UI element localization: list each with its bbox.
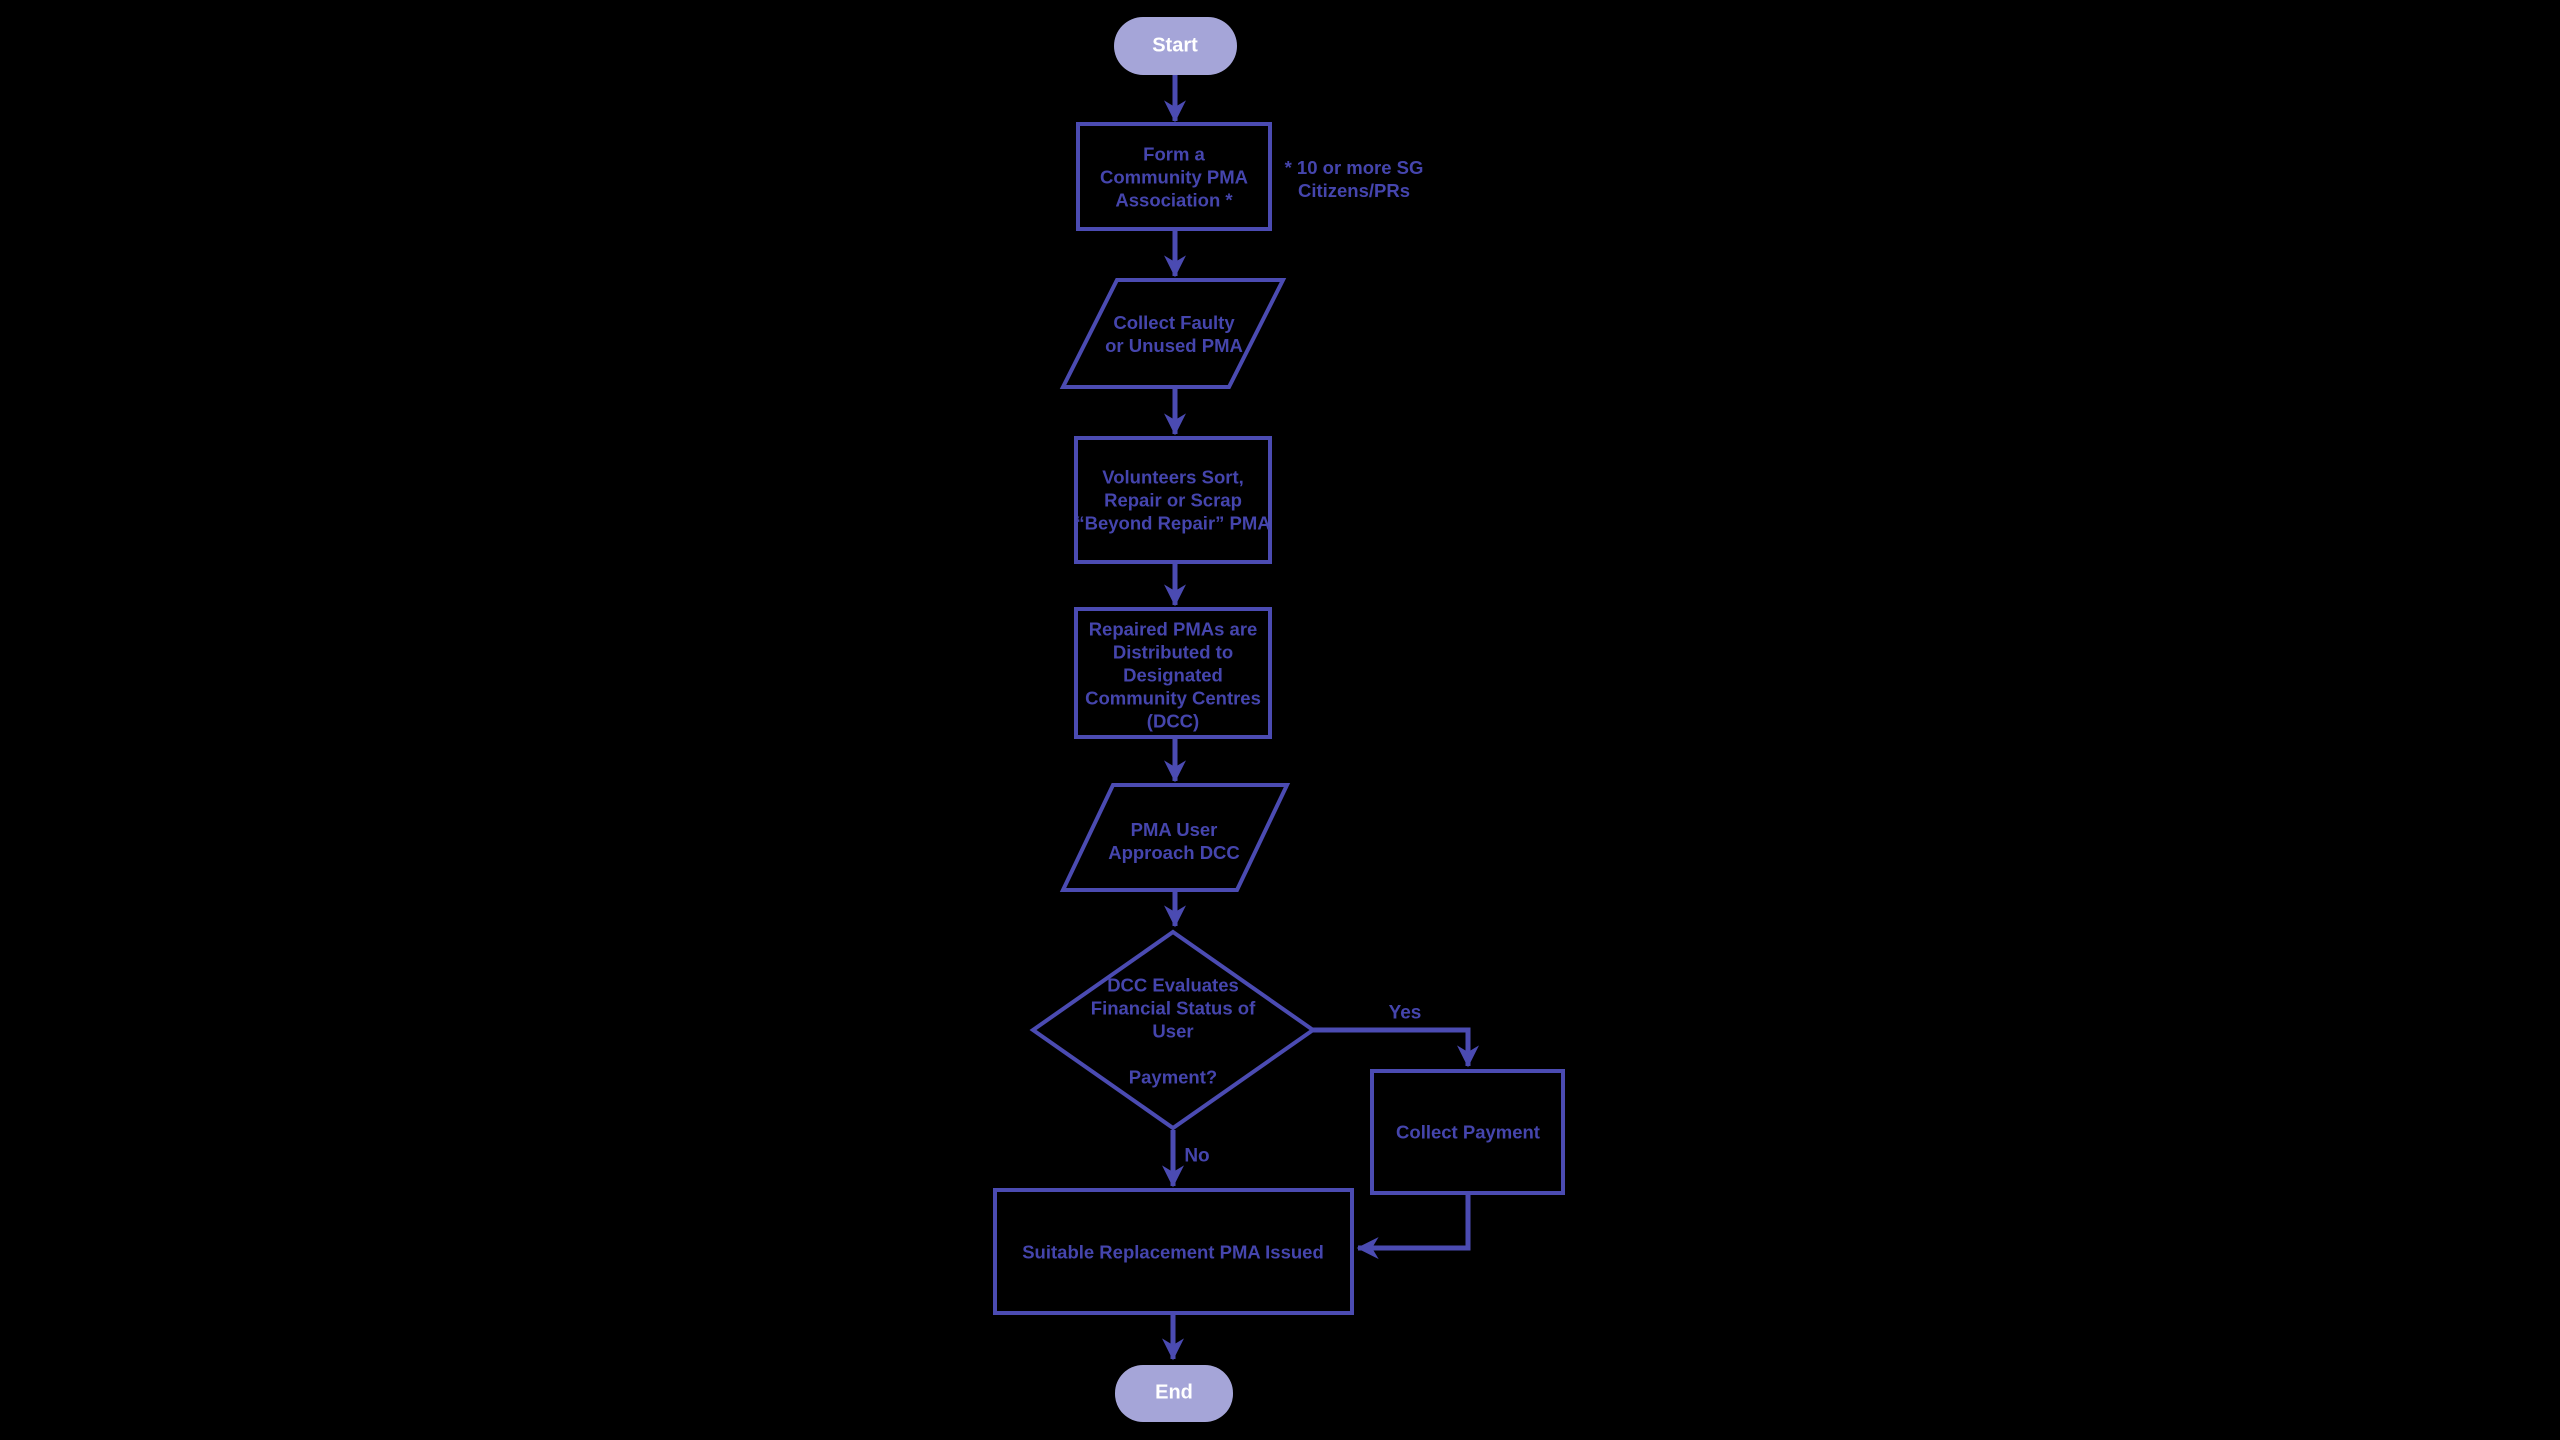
- io-collect-faulty-pma-shape: [1059, 278, 1287, 389]
- edge-decision-yes: [1313, 1027, 1480, 1068]
- edge-payment-to-issue: [1356, 1195, 1471, 1260]
- end-terminal-label: End: [1155, 1381, 1193, 1404]
- process-issue-replacement-shape: [993, 1188, 1354, 1315]
- decision-evaluate-payment-label: DCC Evaluates Financial Status of User P…: [1090, 974, 1256, 1088]
- io-user-approach-dcc-shape: [1059, 783, 1291, 892]
- edge-label-yes: Yes: [1388, 1002, 1422, 1024]
- decision-evaluate-payment-shape: [1029, 929, 1317, 1131]
- association-note-label: * 10 or more SG Citizens/PRs: [1284, 157, 1424, 201]
- end-terminal-shape: [1115, 1365, 1233, 1422]
- process-distribute-repaired-shape: [1074, 607, 1272, 739]
- process-collect-payment-shape: [1370, 1069, 1565, 1195]
- io-collect-faulty-pma-label: Collect Faulty or Unused PMA: [1105, 312, 1243, 356]
- process-collect-payment-label: Collect Payment: [1396, 1121, 1540, 1143]
- process-volunteers-sort-label: Volunteers Sort, Repair or Scrap “Beyond…: [1075, 466, 1271, 534]
- process-volunteers-sort-shape: [1074, 436, 1272, 564]
- process-issue-replacement-label: Suitable Replacement PMA Issued: [1022, 1241, 1324, 1263]
- io-user-approach-dcc-label: PMA User Approach DCC: [1108, 819, 1240, 863]
- process-form-association-label: Form a Community PMA Association *: [1100, 143, 1248, 211]
- process-distribute-repaired-label: Repaired PMAs are Distributed to Designa…: [1085, 618, 1261, 732]
- start-terminal-label: Start: [1152, 34, 1198, 57]
- start-terminal-shape: [1114, 17, 1237, 75]
- process-form-association-shape: [1076, 122, 1272, 231]
- edge-label-no: No: [1184, 1145, 1210, 1167]
